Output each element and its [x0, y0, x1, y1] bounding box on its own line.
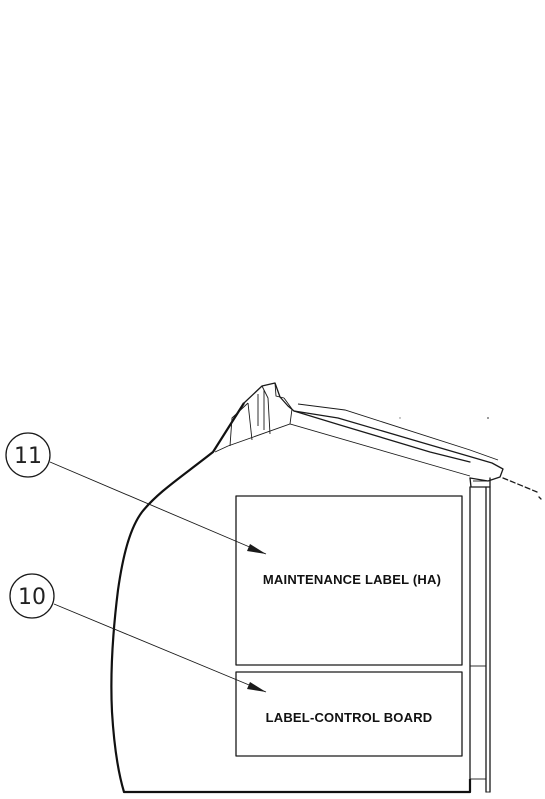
callout-10-arrowhead [247, 682, 266, 692]
callout-11: 11 [5, 432, 267, 555]
control-board-label-panel [235, 671, 463, 757]
speck-mark [487, 417, 489, 419]
callout-11-number: 11 [14, 444, 42, 469]
callout-10-leader [53, 603, 267, 693]
housing-outline [110, 382, 542, 794]
speck-mark [399, 417, 401, 419]
callout-10-number: 10 [18, 585, 46, 610]
maintenance-label-text: MAINTENANCE LABEL (HA) [263, 572, 441, 587]
callout-11-circle [5, 432, 51, 478]
callout-11-leader [49, 461, 267, 555]
maintenance-label-panel [235, 495, 463, 666]
control-board-label-text: LABEL-CONTROL BOARD [266, 710, 433, 725]
callout-11-arrowhead [247, 544, 266, 554]
callout-10-circle [9, 573, 55, 619]
callout-10: 10 [9, 573, 267, 693]
